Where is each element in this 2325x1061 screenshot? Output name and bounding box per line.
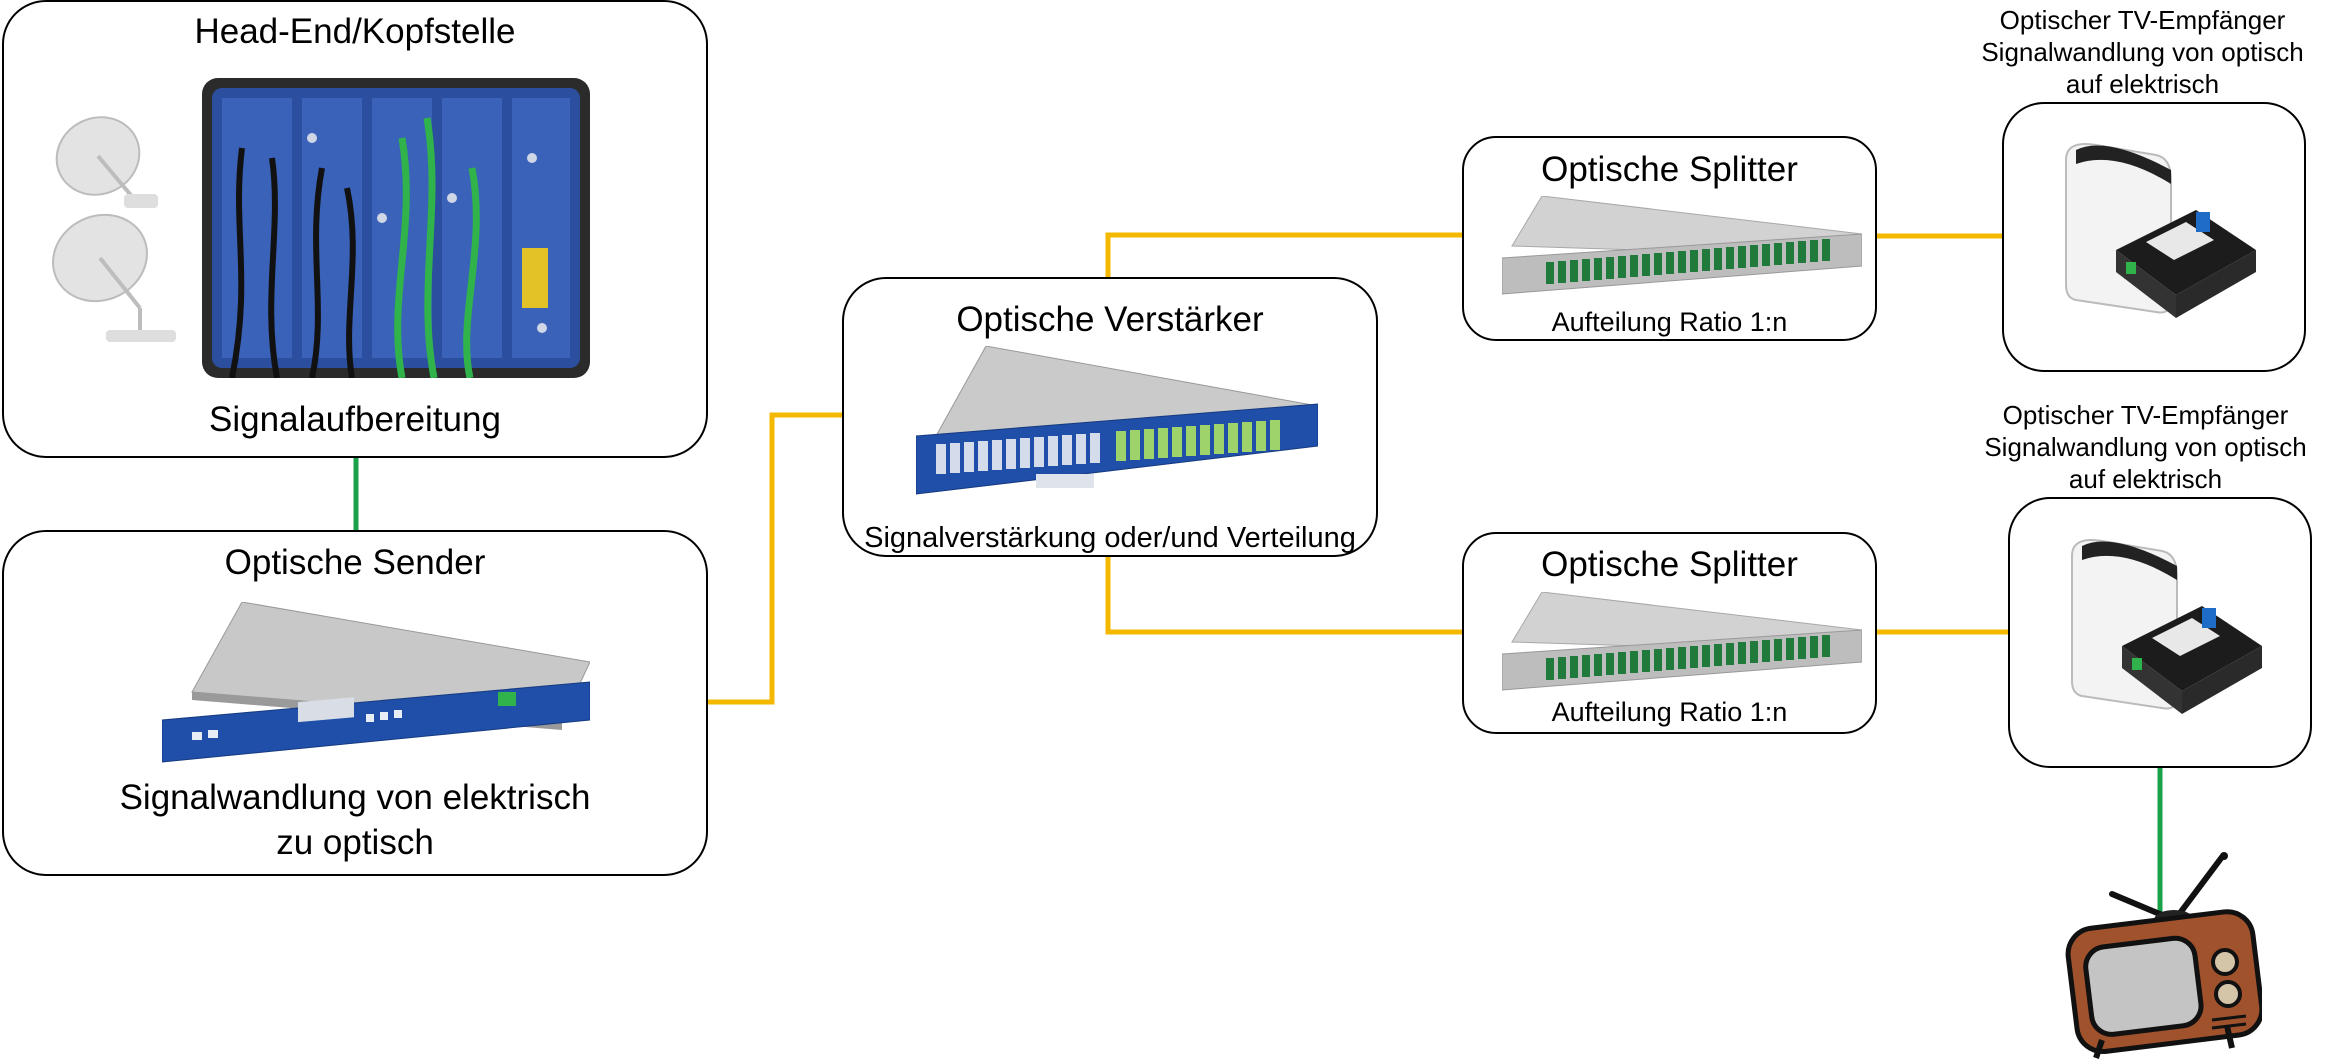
splitter-top-caption: Aufteilung Ratio 1:n — [1551, 307, 1788, 337]
sender-title: Optische Sender — [224, 543, 486, 582]
headend-caption: Signalaufbereitung — [209, 400, 501, 439]
amplifier-caption: Signalverstärkung oder/und Verteilung — [864, 522, 1356, 554]
tv-icon — [2065, 852, 2262, 1059]
receiver-bottom-line2: Signalwandlung von optisch — [1984, 432, 2307, 462]
sender-caption-line2: zu optisch — [276, 823, 434, 862]
optical-splitter-device-bottom — [1502, 592, 1862, 691]
receiver-bottom-line3: auf elektrisch — [2068, 464, 2223, 494]
optical-transmitter-device — [162, 602, 590, 763]
optical-receiver-device-top — [2065, 143, 2256, 318]
satellite-dishes-icon — [52, 116, 176, 342]
splitter-bottom-title: Optische Splitter — [1541, 545, 1798, 584]
receiver-top-line2: Signalwandlung von optisch — [1981, 37, 2304, 67]
splitter-bottom-caption: Aufteilung Ratio 1:n — [1551, 697, 1788, 727]
headend-title: Head-End/Kopfstelle — [194, 12, 516, 51]
amplifier-to-splitter-top-link — [1105, 232, 1462, 277]
splitter-top-title: Optische Splitter — [1541, 150, 1798, 189]
receiver-top-line3: auf elektrisch — [2065, 69, 2220, 99]
sender-caption-line1: Signalwandlung von elektrisch — [119, 778, 591, 817]
optical-splitter-device-top — [1502, 196, 1862, 295]
optical-receiver-device-bottom — [2071, 539, 2262, 714]
amplifier-to-splitter-bottom-link — [1105, 557, 1462, 635]
amplifier-title: Optische Verstärker — [956, 300, 1264, 339]
sender-to-amplifier-link — [708, 412, 842, 705]
headend-rack-photo — [202, 78, 590, 378]
optical-amplifier-device — [916, 346, 1318, 495]
receiver-top-line1: Optischer TV-Empfänger — [1999, 5, 2286, 35]
receiver-bottom-line1: Optischer TV-Empfänger — [2002, 400, 2289, 430]
